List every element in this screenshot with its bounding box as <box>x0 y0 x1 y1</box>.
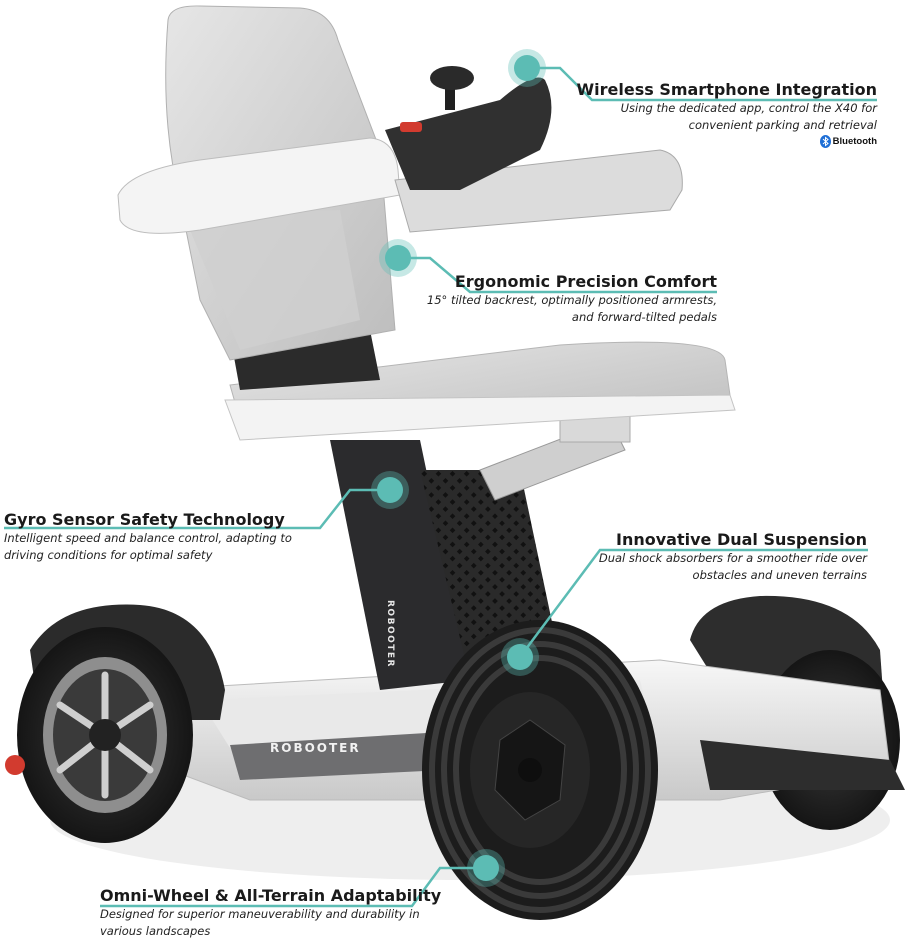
callout-gyro: Gyro Sensor Safety Technology Intelligen… <box>4 510 324 564</box>
callout-dual-desc: Dual shock absorbers for a smoother ride… <box>598 551 867 582</box>
front-omni-wheel <box>422 620 658 920</box>
seat-cushion <box>224 330 736 441</box>
marker-gyro <box>371 471 409 509</box>
marker-wireless <box>508 49 546 87</box>
joystick-controller <box>385 66 552 190</box>
column-brand-mark: ROBOOTER <box>385 600 395 668</box>
callout-omni-desc: Designed for superior maneuverability an… <box>100 907 420 938</box>
callout-dual-title: Innovative Dual Suspension <box>616 530 867 549</box>
marker-dual <box>501 638 539 676</box>
callout-dual-suspension: Innovative Dual Suspension Dual shock ab… <box>567 530 867 584</box>
callout-wireless: Wireless Smartphone Integration Using th… <box>557 80 877 153</box>
callout-markers <box>371 49 546 887</box>
marker-omni <box>467 849 505 887</box>
bluetooth-badge: Bluetooth <box>819 135 877 148</box>
right-armrest <box>394 149 683 233</box>
base-brand-mark: ROBOOTER <box>270 741 361 755</box>
callout-wireless-desc: Using the dedicated app, control the X40… <box>620 101 877 132</box>
marker-ergonomic <box>379 239 417 277</box>
callout-leaders <box>4 66 877 908</box>
bluetooth-label: Bluetooth <box>832 136 877 147</box>
callout-wireless-title: Wireless Smartphone Integration <box>576 80 877 99</box>
callout-ergonomic-title: Ergonomic Precision Comfort <box>454 272 717 291</box>
rear-left-wheel <box>5 604 225 843</box>
callout-omni-title: Omni-Wheel & All-Terrain Adaptability <box>100 886 442 905</box>
bluetooth-icon <box>819 135 831 148</box>
callout-ergonomic: Ergonomic Precision Comfort 15° tilted b… <box>417 272 717 326</box>
callout-ergonomic-desc: 15° tilted backrest, optimally positione… <box>426 293 717 324</box>
callout-gyro-title: Gyro Sensor Safety Technology <box>4 510 285 529</box>
callout-omni-wheel: Omni-Wheel & All-Terrain Adaptability De… <box>100 886 460 940</box>
callout-gyro-desc: Intelligent speed and balance control, a… <box>4 531 292 562</box>
left-armrest <box>117 137 401 234</box>
